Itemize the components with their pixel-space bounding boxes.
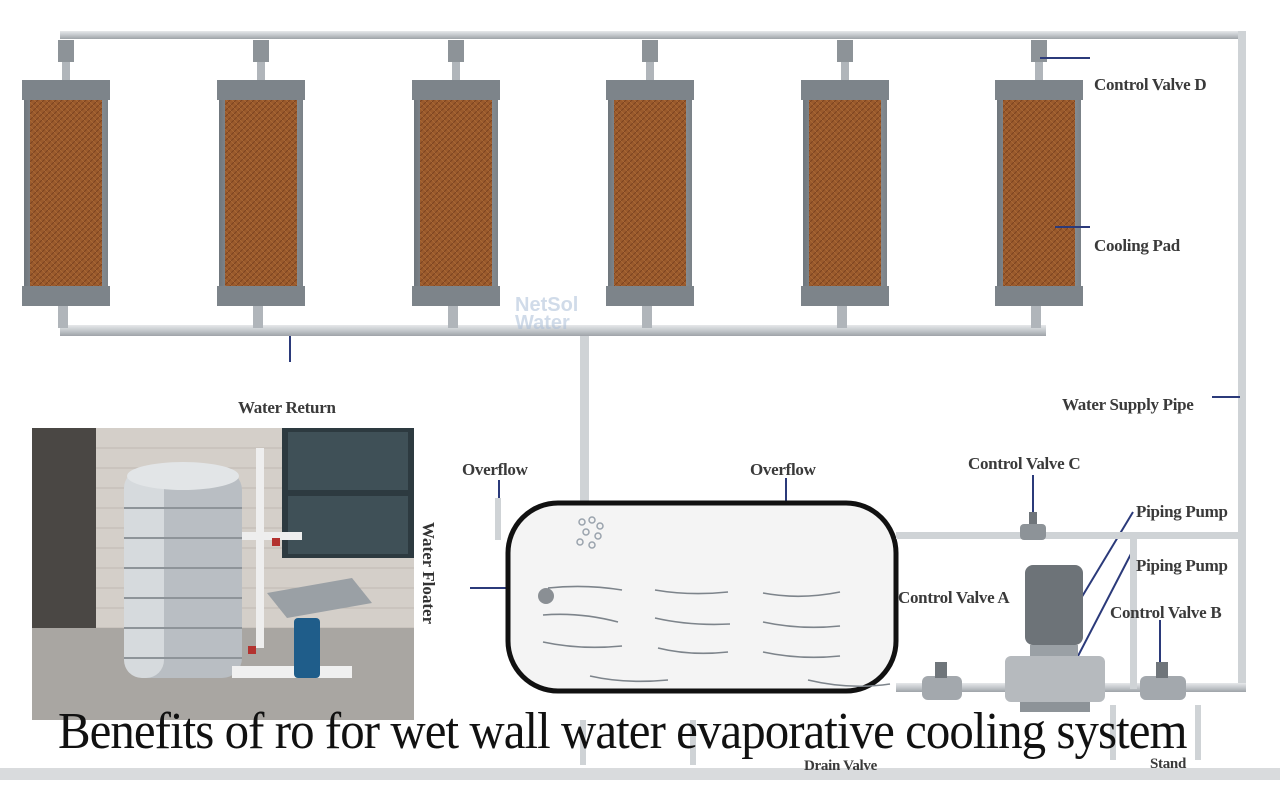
cooling-pad-5 [801, 40, 889, 328]
return-down-pipe [580, 336, 589, 506]
cooling-pad-1 [22, 40, 110, 328]
cooling-pad-3 [412, 40, 500, 328]
label-control-valve-b: Control Valve B [1110, 603, 1222, 622]
cooling-pads [22, 40, 1083, 328]
label-cooling-pad: Cooling Pad [1094, 236, 1180, 255]
cooling-pad-6 [995, 40, 1083, 328]
watermark: NetSol Water [515, 294, 579, 334]
cooling-pad-4 [606, 40, 694, 328]
water-supply-pipe [1238, 31, 1246, 691]
cooling-pad-2 [217, 40, 305, 328]
label-piping-pump-1: Piping Pump [1136, 502, 1228, 521]
watermark-line2: Water [515, 312, 570, 334]
tank-installation-photo [32, 428, 414, 720]
label-piping-pump-2: Piping Pump [1136, 556, 1228, 575]
caption-title: Benefits of ro for wet wall water evapor… [58, 703, 1187, 760]
piping-pump [1005, 565, 1105, 712]
label-control-valve-a: Control Valve A [898, 588, 1010, 607]
watermark-line1: NetSol [515, 294, 579, 316]
label-drain-valve: Drain Valve [804, 758, 877, 774]
top-supply-pipe [60, 31, 1246, 39]
control-valve-c [1020, 512, 1046, 540]
control-valve-b [1140, 662, 1186, 700]
float-ball [538, 588, 554, 604]
label-control-valve-d: Control Valve D [1094, 75, 1207, 94]
label-overflow-left: Overflow [462, 460, 528, 479]
water-tank [505, 500, 899, 694]
label-water-supply-pipe: Water Supply Pipe [1062, 395, 1194, 414]
label-stand: Stand [1150, 756, 1187, 772]
water-return-pipe [60, 325, 1046, 336]
label-overflow-center: Overflow [750, 460, 816, 479]
control-valve-a [922, 662, 962, 700]
label-water-floater: Water Floater [419, 522, 438, 625]
label-water-return: Water Return [238, 398, 336, 417]
label-control-valve-c: Control Valve C [968, 454, 1081, 473]
